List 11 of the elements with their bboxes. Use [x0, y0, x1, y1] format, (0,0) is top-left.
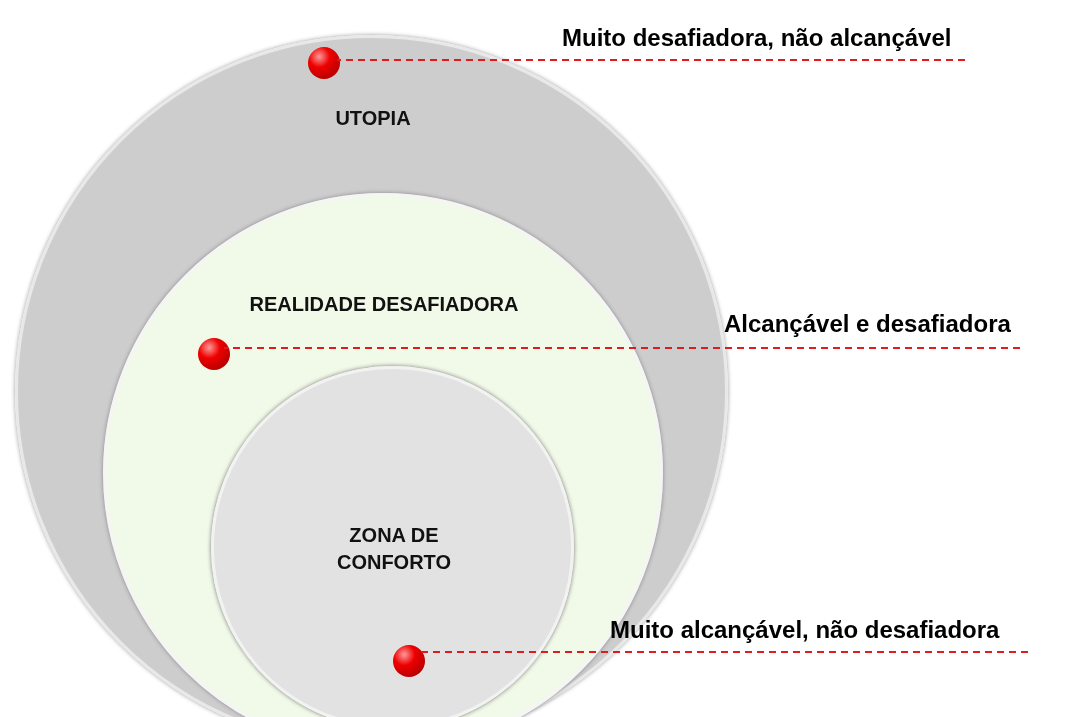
leader-line: [223, 347, 1021, 349]
callout-text: Muito desafiadora, não alcançável: [562, 24, 952, 52]
callout-text: Alcançável e desafiadora: [724, 310, 1011, 338]
callout-text: Muito alcançável, não desafiadora: [610, 616, 1000, 644]
marker-dot: [198, 338, 230, 370]
marker-dot: [393, 645, 425, 677]
leader-line: [336, 59, 966, 61]
zone-label: ZONA DE CONFORTO: [335, 523, 453, 575]
marker-dot: [308, 47, 340, 79]
zone-label: REALIDADE DESAFIADORA: [248, 291, 520, 317]
zone-label: UTOPIA: [334, 105, 412, 131]
